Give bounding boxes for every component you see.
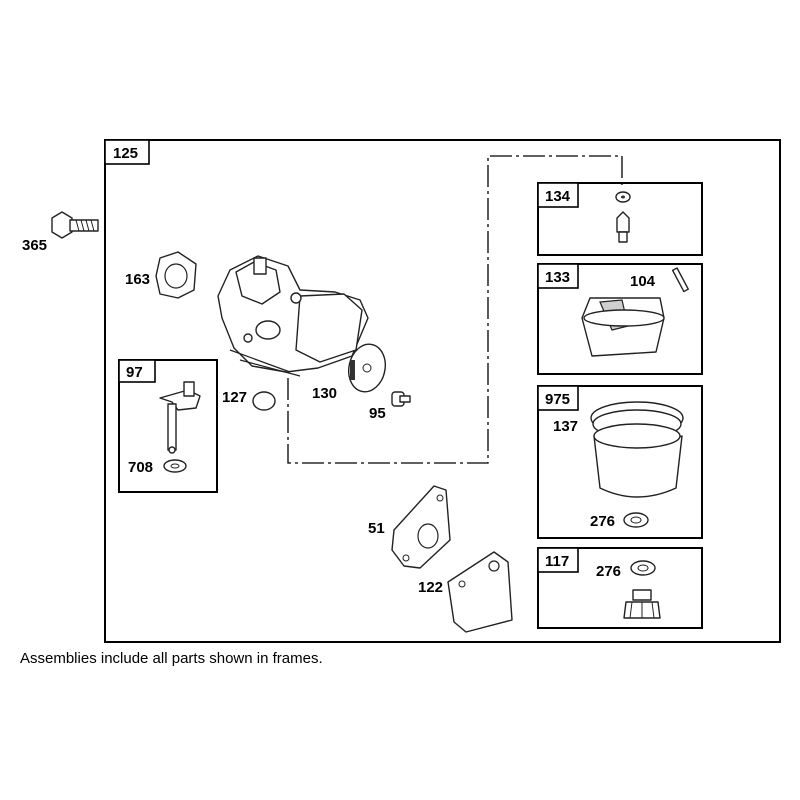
screw-95 (391, 391, 411, 407)
frame-133 (537, 263, 703, 375)
washer-276-nut (630, 560, 656, 576)
label-104: 104 (630, 273, 656, 290)
label-122: 122 (418, 579, 443, 596)
frame-117-label: 117 (545, 553, 569, 570)
label-163: 163 (125, 271, 150, 288)
washer-708 (163, 459, 187, 473)
connector-line (287, 155, 623, 464)
frame-134-tag (537, 182, 579, 208)
label-365: 365 (22, 237, 47, 254)
label-276-nut: 276 (596, 563, 621, 580)
footnote: Assemblies include all parts shown in fr… (20, 650, 323, 667)
frame-975 (537, 385, 703, 539)
label-95: 95 (369, 405, 386, 422)
frame-125-tag (104, 139, 150, 165)
carburetor-body (217, 255, 369, 377)
frame-97 (118, 359, 218, 493)
float-133 (581, 297, 665, 357)
pin-104 (671, 267, 689, 293)
frame-134 (537, 182, 703, 256)
disc-130 (347, 343, 387, 393)
frame-134-label: 134 (545, 188, 571, 205)
needle-valve-134 (615, 191, 631, 243)
frame-117-tag (537, 547, 579, 573)
label-276-bowl: 276 (590, 513, 615, 530)
label-51: 51 (368, 520, 385, 537)
plug-127 (252, 391, 276, 411)
frame-975-tag (537, 385, 579, 411)
frame-97-label: 97 (126, 364, 143, 381)
washer-276-bowl (623, 512, 649, 528)
frame-133-tag (537, 263, 579, 289)
gasket-163 (155, 251, 197, 299)
label-137: 137 (553, 418, 578, 435)
frame-97-tag (118, 359, 156, 383)
frame-133-label: 133 (545, 269, 570, 286)
gasket-51 (391, 485, 451, 569)
label-127: 127 (222, 389, 247, 406)
frame-125-label: 125 (113, 145, 138, 162)
label-708: 708 (128, 459, 153, 476)
lever-97 (159, 381, 201, 454)
bolt-365 (51, 211, 99, 239)
frame-125 (104, 139, 781, 643)
float-bowl-137 (590, 401, 684, 498)
frame-117 (537, 547, 703, 629)
frame-975-label: 975 (545, 391, 570, 408)
bowl-nut-117 (623, 589, 661, 619)
insulator-122 (447, 551, 513, 633)
label-130: 130 (312, 385, 337, 402)
